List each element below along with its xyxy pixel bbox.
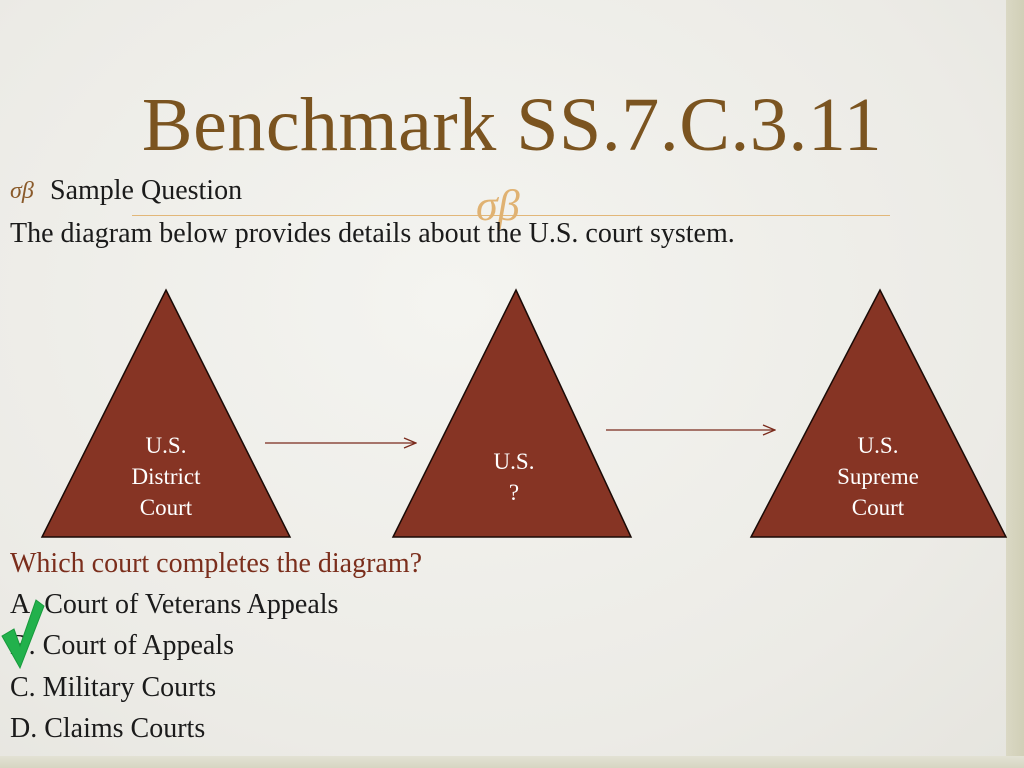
question-text: Which court completes the diagram? (10, 548, 423, 579)
label-supreme-line3: Court (851, 495, 905, 520)
title-divider (132, 215, 890, 216)
slide-frame-bottom (0, 756, 1024, 768)
label-district-court: U.S. District Court (106, 430, 226, 523)
option-d: D. Claims Courts (10, 713, 206, 744)
option-c: C. Military Courts (10, 672, 217, 703)
option-a: A. Court of Veterans Appeals (10, 589, 339, 620)
sample-question-label: Sample Question (50, 175, 243, 206)
label-unknown-court: U.S. ? (454, 446, 574, 508)
slide-frame-right (1006, 0, 1024, 768)
triangle-unknown-court (391, 288, 633, 538)
ornament-icon: σβ (476, 181, 520, 230)
label-district-line3: Court (139, 495, 193, 520)
slide-title: Benchmark SS.7.C.3.11 (141, 83, 883, 167)
triangle-district-court (40, 288, 292, 538)
triangle-supreme-court (749, 288, 1008, 538)
option-b: B. Court of Appeals (10, 630, 234, 661)
label-supreme-line1: U.S. (857, 433, 899, 458)
checkmark-icon (1, 599, 45, 670)
bullet-icon: σβ (10, 178, 34, 204)
label-unknown-line2: ? (508, 480, 520, 505)
label-supreme-court: U.S. Supreme Court (818, 430, 938, 523)
label-unknown-line1: U.S. (493, 449, 535, 474)
intro-text: The diagram below provides details about… (10, 218, 735, 249)
label-district-line1: U.S. (145, 433, 187, 458)
label-district-line2: District (131, 464, 201, 489)
label-supreme-line2: Supreme (837, 464, 919, 489)
